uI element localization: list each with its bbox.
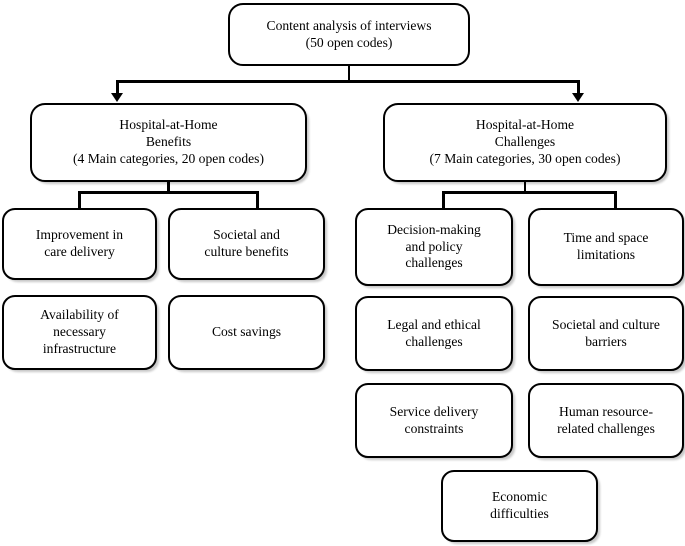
edge-root-to-benefits [116,80,119,94]
node-leaf-challenges-3: Legal and ethical challenges [355,296,513,371]
node-leaf-challenges-4-label: Societal and culture barriers [552,316,660,349]
edge-challenges-bus [442,191,617,194]
node-leaf-challenges-4: Societal and culture barriers [528,296,684,371]
arrowhead-to-challenges [572,93,585,102]
edge-root-bus [116,80,580,83]
node-leaf-benefits-4: Cost savings [168,295,325,370]
node-branch-benefits: Hospital-at-Home Benefits (4 Main catego… [30,103,307,182]
node-leaf-benefits-3: Availability of necessary infrastructure [2,295,157,370]
edge-benefits-to-col2 [256,191,259,208]
node-leaf-challenges-2: Time and space limitations [528,208,684,286]
edge-root-to-challenges [577,80,580,94]
node-leaf-challenges-5: Service delivery constraints [355,383,513,458]
arrowhead-to-benefits [110,93,123,102]
node-leaf-benefits-2-label: Societal and culture benefits [204,227,289,259]
node-leaf-benefits-4-label: Cost savings [211,324,282,340]
node-leaf-challenges-3-label: Legal and ethical challenges [387,316,481,349]
node-root-label: Content analysis of interviews (50 open … [266,17,432,50]
node-branch-challenges: Hospital-at-Home Challenges (7 Main cate… [383,103,667,182]
node-leaf-benefits-2: Societal and culture benefits [168,208,325,280]
edge-challenges-to-col1 [442,191,445,208]
node-leaf-challenges-5-label: Service delivery constraints [389,403,479,436]
node-leaf-challenges-6-label: Human resource- related challenges [557,403,655,436]
node-root: Content analysis of interviews (50 open … [228,3,470,66]
node-branch-challenges-label: Hospital-at-Home Challenges (7 Main cate… [429,117,621,166]
node-leaf-challenges-6: Human resource- related challenges [528,383,684,458]
edge-challenges-trunk [523,182,527,193]
node-leaf-challenges-1: Decision-making and policy challenges [355,208,513,286]
node-leaf-benefits-1-label: Improvement in care delivery [35,227,124,259]
node-leaf-benefits-3-label: Availability of necessary infrastructure [40,307,119,356]
node-branch-benefits-label: Hospital-at-Home Benefits (4 Main catego… [72,117,264,166]
node-leaf-challenges-7: Economic difficulties [441,470,598,542]
edge-benefits-bus [78,191,259,194]
node-leaf-challenges-1-label: Decision-making and policy challenges [387,221,481,271]
node-leaf-challenges-7-label: Economic difficulties [490,489,549,521]
edge-root-trunk [347,66,351,81]
edge-challenges-to-col2 [614,191,617,208]
node-leaf-benefits-1: Improvement in care delivery [2,208,157,280]
node-leaf-challenges-2-label: Time and space limitations [563,230,649,262]
edge-benefits-to-col1 [78,191,81,208]
edge-benefits-trunk [167,182,170,193]
